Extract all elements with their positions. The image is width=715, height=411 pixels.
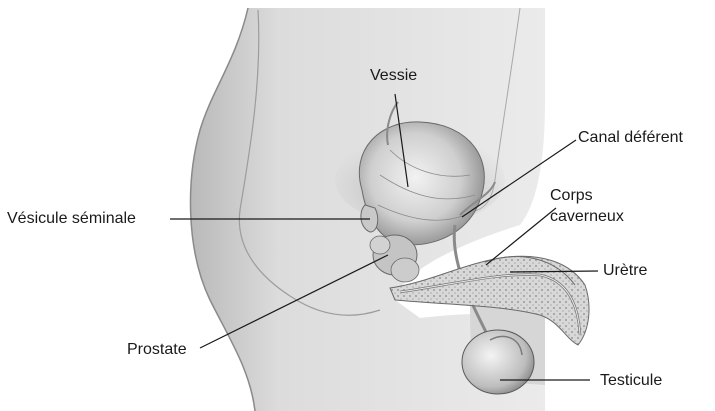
testicle-organ	[462, 330, 534, 394]
label-vessie: Vessie	[370, 66, 417, 85]
label-corps-caverneux-line1: Corps	[550, 186, 593, 205]
label-canal-deferent: Canal déférent	[578, 128, 683, 147]
label-testicule: Testicule	[600, 371, 662, 390]
label-vesicule-seminale: Vésicule séminale	[7, 209, 136, 228]
label-prostate: Prostate	[127, 340, 187, 359]
label-corps-caverneux-line2: caverneux	[550, 207, 624, 226]
label-uretre: Urètre	[603, 261, 647, 280]
